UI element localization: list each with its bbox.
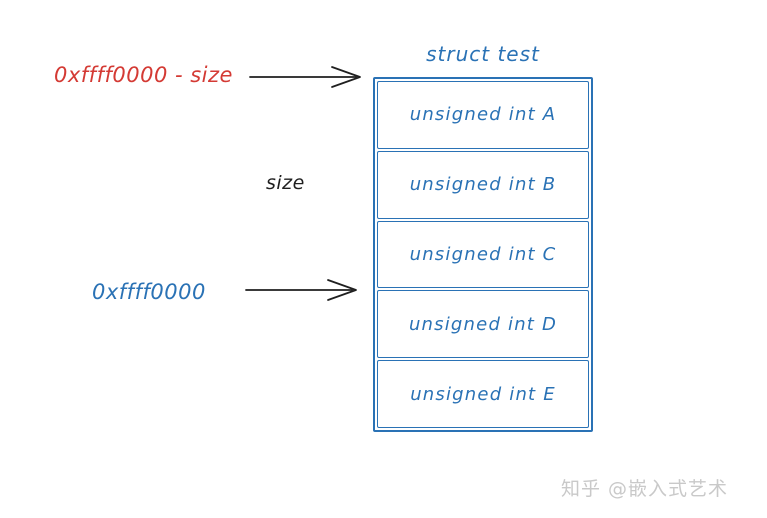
- struct-field-c: unsigned int C: [377, 220, 589, 289]
- base-address-label: 0xffff0000: [92, 280, 206, 304]
- top-address-label: 0xffff0000 - size: [54, 63, 233, 87]
- struct-field-b: unsigned int B: [377, 150, 589, 219]
- size-label: size: [266, 172, 305, 194]
- struct-title: struct test: [426, 42, 540, 66]
- struct-field-a: unsigned int A: [377, 81, 589, 149]
- struct-field-d: unsigned int D: [377, 290, 589, 359]
- right-arrow-icon: [245, 279, 357, 301]
- watermark: 知乎 @嵌入式艺术: [561, 478, 729, 500]
- struct-field-e: unsigned int E: [377, 360, 589, 428]
- right-arrow-icon: [249, 66, 361, 88]
- struct-box: unsigned int A unsigned int B unsigned i…: [373, 77, 593, 432]
